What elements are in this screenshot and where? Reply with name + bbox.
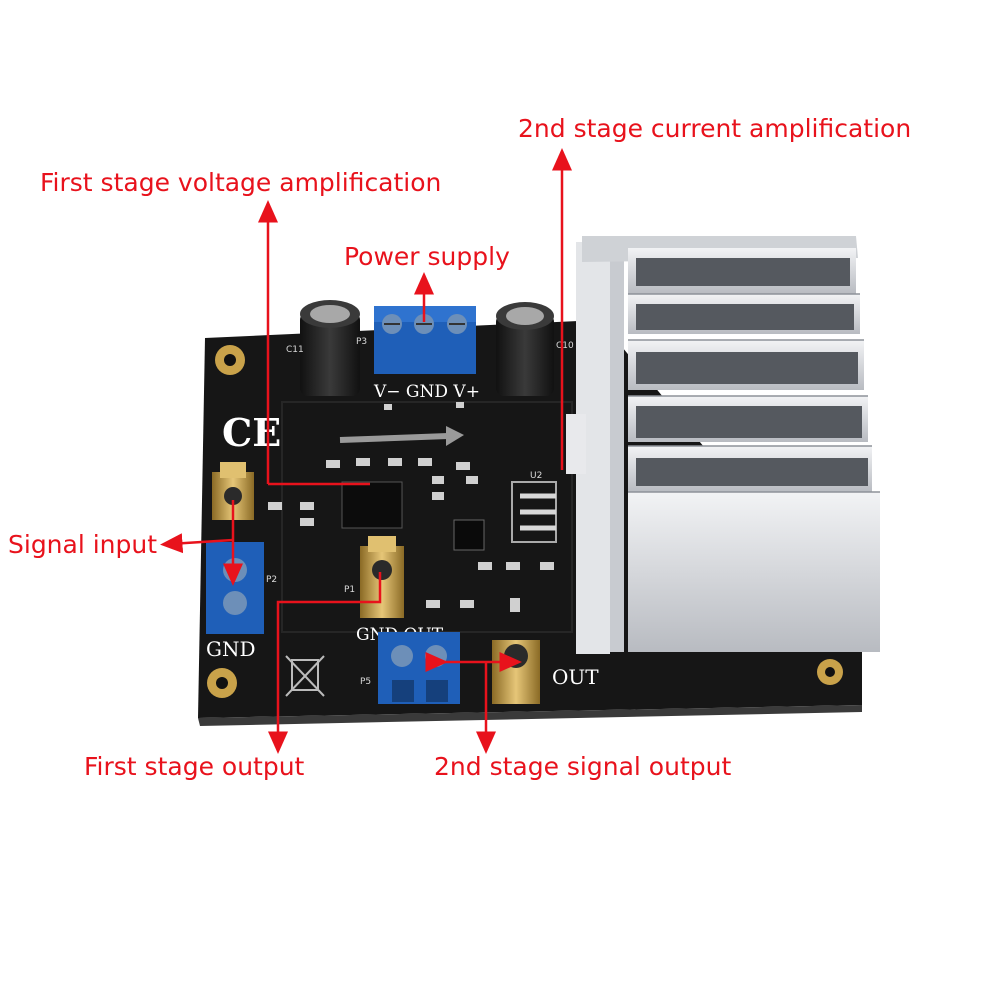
callout-first-stage-output: First stage output bbox=[84, 752, 305, 781]
smd-components bbox=[268, 402, 554, 612]
smd-inductor bbox=[453, 519, 485, 551]
mounting-hole-icon bbox=[215, 345, 245, 375]
silk-p3: P3 bbox=[356, 337, 367, 347]
sma-output-connector bbox=[492, 640, 540, 704]
sma-input-connector bbox=[212, 462, 254, 520]
silk-cap-left: C11 bbox=[286, 345, 304, 355]
silk-p5: P5 bbox=[360, 677, 371, 687]
silk-power-pins: V− GND V+ bbox=[373, 382, 480, 402]
ce-mark: CE bbox=[222, 410, 281, 455]
callout-signal-input: Signal input bbox=[8, 530, 158, 559]
callout-current-amplification: 2nd stage current amplification bbox=[518, 114, 912, 143]
silk-out: OUT bbox=[552, 665, 599, 689]
board-arrow-icon bbox=[339, 426, 464, 446]
sma-first-stage-connector bbox=[360, 536, 404, 618]
silk-gnd-left: GND bbox=[206, 637, 256, 661]
silk-u2: U2 bbox=[530, 471, 542, 481]
callout-leaders bbox=[160, 148, 572, 754]
gnd-terminal-left bbox=[206, 542, 264, 634]
heatsink bbox=[566, 236, 880, 654]
output-terminal-block bbox=[378, 632, 460, 704]
silk-p1: P1 bbox=[344, 585, 355, 595]
callout-voltage-amplification: First stage voltage amplification bbox=[40, 168, 442, 197]
mounting-hole-icon bbox=[817, 659, 843, 685]
weee-bin-icon bbox=[285, 655, 325, 697]
callout-second-stage-output: 2nd stage signal output bbox=[434, 752, 732, 781]
electrolytic-capacitor-right bbox=[496, 302, 554, 396]
callout-power-supply: Power supply bbox=[344, 242, 510, 271]
electrolytic-capacitor-left bbox=[300, 300, 360, 396]
mounting-hole-icon bbox=[207, 668, 237, 698]
silk-cap-right: C10 bbox=[556, 341, 574, 351]
silk-p2: P2 bbox=[266, 575, 277, 585]
power-transistor-pins bbox=[511, 481, 557, 543]
opamp-chip bbox=[341, 481, 403, 529]
power-terminal-block bbox=[374, 306, 476, 374]
